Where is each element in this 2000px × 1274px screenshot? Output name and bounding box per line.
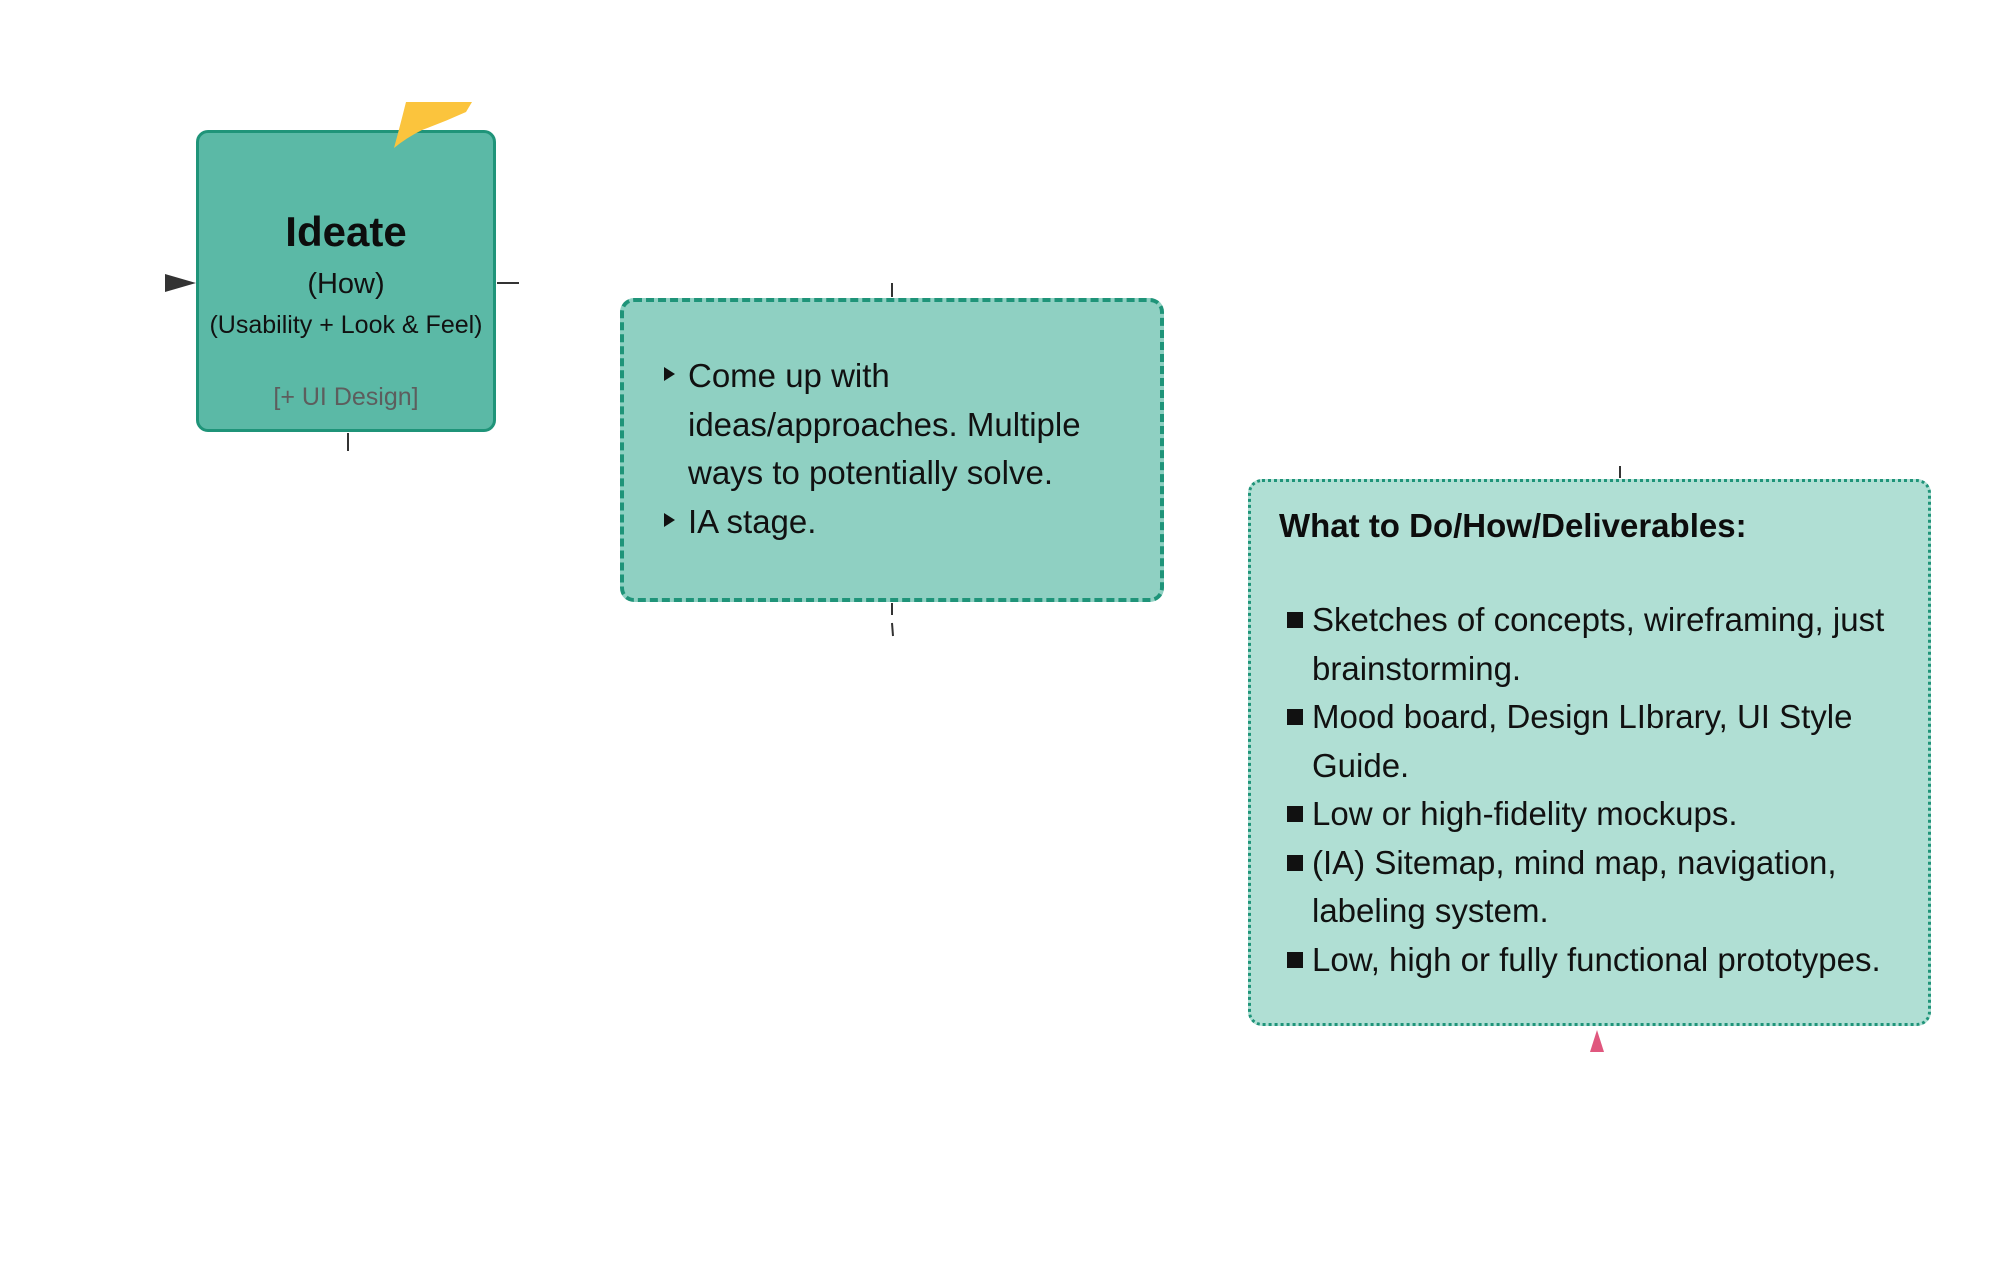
deliverables-list-item: Sketches of concepts, wireframing, just … xyxy=(1279,596,1908,693)
ideas-list-item: Come up with ideas/approaches. Multiple … xyxy=(664,352,1140,498)
triangle-bullet-icon xyxy=(664,367,675,381)
ideate-note: [+ UI Design] xyxy=(273,383,419,411)
ideas-bottom-connector-tail xyxy=(891,622,894,637)
deliverables-item-text: Low or high-fidelity mockups. xyxy=(1312,795,1738,832)
deliverables-item-text: (IA) Sitemap, mind map, navigation, labe… xyxy=(1312,843,1837,930)
deliverables-heading: What to Do/How/Deliverables: xyxy=(1279,507,1747,544)
deliverables-item-text: Low, high or fully functional prototypes… xyxy=(1312,940,1881,978)
ideate-subtitle: (How) xyxy=(307,268,385,300)
deliverables-list-item: Low or high-fidelity mockups. xyxy=(1279,790,1908,839)
square-bullet-icon xyxy=(1287,951,1303,968)
square-bullet-icon xyxy=(1287,806,1303,822)
ideas-list: Come up with ideas/approaches. Multiple … xyxy=(664,352,1140,546)
deliverables-list: Sketches of concepts, wireframing, just … xyxy=(1279,596,1908,984)
deliverables-list-item: (IA) Sitemap, mind map, navigation, labe… xyxy=(1279,839,1908,936)
deliverables-item-text: Mood board, Design LIbrary, UI Style Gui… xyxy=(1312,698,1853,784)
deliverables-list-item: Low, high or fully functional prototypes… xyxy=(1279,936,1908,985)
triangle-bullet-icon xyxy=(664,512,675,527)
square-bullet-icon xyxy=(1287,709,1303,725)
square-bullet-icon xyxy=(1287,612,1303,628)
ideate-title: Ideate xyxy=(285,208,407,255)
ideas-item-text: Come up with ideas/approaches. Multiple … xyxy=(688,357,1081,491)
square-bullet-icon xyxy=(1287,854,1303,871)
sticky-note-tab-icon xyxy=(394,102,472,148)
deliverables-box[interactable]: What to Do/How/Deliverables: Sketches of… xyxy=(1248,479,1931,1026)
ideas-list-item: IA stage. xyxy=(664,498,1140,547)
ideas-item-text: IA stage. xyxy=(688,502,817,540)
incoming-arrow-icon xyxy=(165,274,196,292)
ideate-node[interactable]: Ideate (How) (Usability + Look & Feel) [… xyxy=(196,130,496,432)
ideas-box[interactable]: Come up with ideas/approaches. Multiple … xyxy=(620,298,1164,602)
ideate-detail: (Usability + Look & Feel) xyxy=(209,311,483,339)
pink-arrow-icon xyxy=(1590,1030,1604,1052)
deliverables-list-item: Mood board, Design LIbrary, UI Style Gui… xyxy=(1279,693,1908,790)
deliverables-item-text: Sketches of concepts, wireframing, just … xyxy=(1312,601,1885,687)
